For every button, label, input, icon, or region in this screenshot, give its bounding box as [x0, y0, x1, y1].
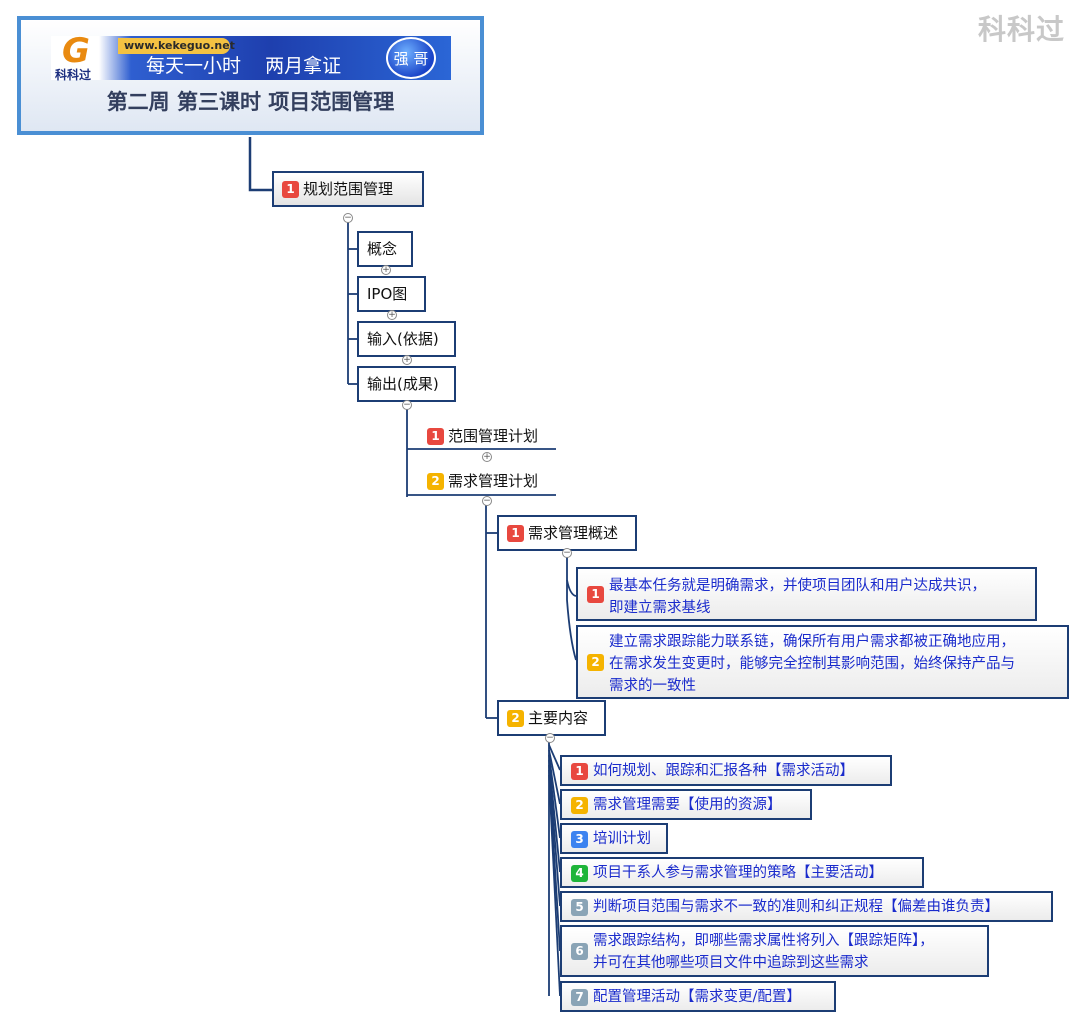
node-output[interactable]: 输出(成果): [357, 366, 456, 402]
logo-icon: G: [62, 31, 90, 71]
item-text: 最基本任务就是明确需求，并使项目团队和用户达成共识， 即建立需求基线: [609, 578, 986, 616]
collapse-toggle[interactable]: −: [562, 548, 572, 558]
node-label: 概念: [367, 240, 398, 258]
expand-toggle[interactable]: +: [381, 265, 391, 275]
item-text: 培训计划: [593, 831, 651, 847]
root-title: 第二周 第三课时 项目范围管理: [106, 90, 395, 114]
item-text: 需求管理需要【使用的资源】: [593, 797, 782, 813]
expand-toggle[interactable]: +: [482, 452, 492, 462]
instructor-badge: 强 哥: [386, 37, 436, 79]
node-label: 输入(依据): [367, 330, 439, 348]
node-label: 规划范围管理: [303, 180, 394, 198]
priority-badge: 7: [571, 988, 588, 1006]
collapse-toggle[interactable]: −: [482, 496, 492, 506]
node-ipo[interactable]: IPO图: [357, 276, 426, 312]
node-label: 输出(成果): [367, 375, 439, 393]
node-label: 需求管理概述: [528, 524, 619, 542]
priority-badge: 2: [427, 473, 444, 490]
overview-item-1[interactable]: 1 最基本任务就是明确需求，并使项目团队和用户达成共识， 即建立需求基线: [576, 567, 1037, 621]
item-text: 项目干系人参与需求管理的策略【主要活动】: [593, 865, 883, 881]
priority-badge: 1: [507, 525, 524, 542]
content-item-1[interactable]: 1 如何规划、跟踪和汇报各种【需求活动】: [560, 755, 892, 786]
priority-badge: 1: [427, 428, 444, 445]
priority-badge: 1: [282, 181, 299, 198]
content-item-4[interactable]: 4 项目干系人参与需求管理的策略【主要活动】: [560, 857, 924, 888]
item-text: 配置管理活动【需求变更/配置】: [593, 989, 801, 1005]
node-label: 范围管理计划: [448, 427, 539, 445]
item-text: 需求跟踪结构，即哪些需求属性将列入【跟踪矩阵】， 并可在其他哪些项目文件中追踪到…: [593, 933, 934, 971]
node-input[interactable]: 输入(依据): [357, 321, 456, 357]
priority-badge: 1: [587, 586, 604, 603]
collapse-toggle[interactable]: −: [402, 400, 412, 410]
node-concept[interactable]: 概念: [357, 231, 413, 267]
priority-badge: 1: [571, 762, 588, 780]
priority-badge: 4: [571, 864, 588, 882]
header-banner: [51, 36, 451, 80]
content-item-6[interactable]: 6 需求跟踪结构，即哪些需求属性将列入【跟踪矩阵】， 并可在其他哪些项目文件中追…: [560, 925, 989, 977]
item-text: 判断项目范围与需求不一致的准则和纠正规程【偏差由谁负责】: [593, 899, 999, 915]
collapse-toggle[interactable]: −: [343, 213, 353, 223]
site-url: www.kekeguo.net: [118, 38, 235, 54]
priority-badge: 5: [571, 898, 588, 916]
overview-item-2[interactable]: 2 建立需求跟踪能力联系链，确保所有用户需求都被正确地应用， 在需求发生变更时，…: [576, 625, 1069, 699]
priority-badge: 2: [587, 654, 604, 671]
expand-toggle[interactable]: +: [402, 355, 412, 365]
content-item-7[interactable]: 7 配置管理活动【需求变更/配置】: [560, 981, 836, 1012]
content-item-2[interactable]: 2 需求管理需要【使用的资源】: [560, 789, 812, 820]
priority-badge: 3: [571, 830, 588, 848]
content-item-3[interactable]: 3 培训计划: [560, 823, 668, 854]
slogan: 每天一小时 两月拿证: [146, 55, 342, 77]
item-text: 建立需求跟踪能力联系链，确保所有用户需求都被正确地应用， 在需求发生变更时，能够…: [609, 634, 1015, 694]
priority-badge: 2: [571, 796, 588, 814]
node-label: IPO图: [367, 285, 408, 303]
priority-badge: 6: [571, 943, 588, 960]
expand-toggle[interactable]: +: [387, 310, 397, 320]
node-label: 主要内容: [528, 709, 589, 727]
watermark: 科科过: [978, 13, 1066, 46]
node-label: 需求管理计划: [448, 472, 539, 490]
logo-text: 科科过: [55, 68, 92, 82]
item-text: 如何规划、跟踪和汇报各种【需求活动】: [593, 763, 854, 779]
collapse-toggle[interactable]: −: [545, 733, 555, 743]
priority-badge: 2: [507, 710, 524, 727]
content-item-5[interactable]: 5 判断项目范围与需求不一致的准则和纠正规程【偏差由谁负责】: [560, 891, 1053, 922]
